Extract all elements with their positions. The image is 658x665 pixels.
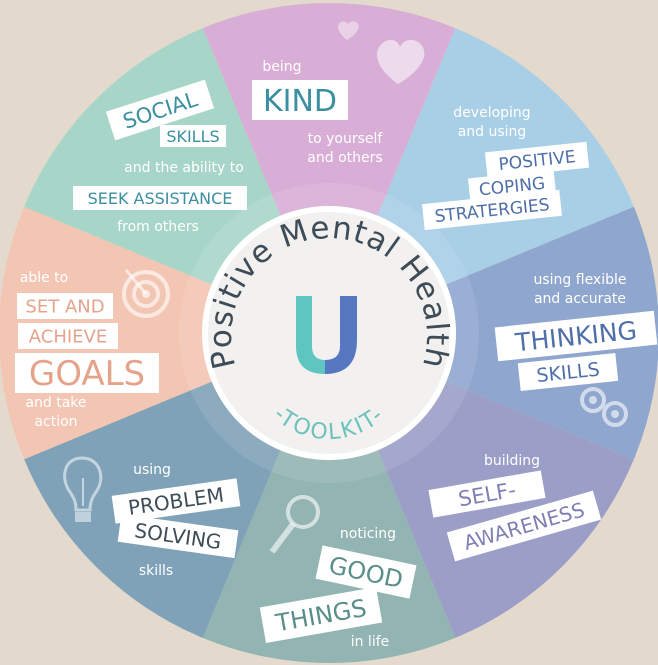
goals-small-1: able to: [20, 270, 68, 286]
self-card-1-card: [428, 470, 546, 518]
social-card-3-text: SEEK ASSISTANCE: [88, 189, 233, 208]
problem-card-1-card: [111, 478, 241, 524]
target-icon: [122, 269, 170, 318]
social-card-2-text: SKILLS: [166, 127, 219, 146]
magnifier-icon: [269, 495, 320, 554]
goals-small-3: action: [34, 414, 77, 430]
problem-small-1: using: [133, 462, 171, 478]
social-small-1: and the ability to: [124, 160, 244, 176]
coping-card-1-card: [484, 141, 590, 179]
coping-small-1: developing: [453, 105, 530, 121]
center-disc: [202, 206, 456, 460]
goals-card-3-card: [15, 353, 159, 393]
segment-thinking: [329, 206, 658, 460]
problem-card-2-card: [117, 513, 239, 559]
goals-card-3-text: GOALS: [29, 354, 145, 394]
goals-small-2: and take: [25, 395, 86, 411]
kind-small-3: and others: [307, 150, 382, 166]
lightbulb-icon: [63, 456, 103, 522]
kind-small-1: being: [262, 59, 301, 75]
coping-card-3-card: [422, 189, 562, 231]
goals-card-3: GOALS: [15, 353, 159, 394]
coping-card-1: POSITIVE: [484, 141, 590, 179]
kind-big: KIND: [252, 80, 348, 120]
thinking-card-2: SKILLS: [517, 352, 619, 392]
social-card-3-card: [73, 186, 247, 210]
thinking-card-2-card: [517, 352, 619, 392]
self-small-1: building: [484, 453, 540, 469]
thinking-small-2: and accurate: [534, 291, 626, 307]
social-card-2: SKILLS: [160, 125, 226, 147]
goals-card-2-card: [18, 323, 118, 349]
problem-small-2: skills: [139, 563, 173, 579]
goals-card-2-text: ACHIEVE: [29, 326, 107, 347]
goals-card-1-text: SET AND: [25, 296, 104, 317]
coping-small-2: and using: [458, 124, 527, 140]
social-card-1-card: [105, 79, 215, 141]
social-small-2: from others: [117, 219, 199, 235]
good-small-2: in life: [351, 634, 390, 650]
gears-icon: [580, 387, 628, 427]
heart-icon: [338, 21, 425, 84]
self-card-2-card: [446, 490, 602, 562]
toolkit-logo: [296, 296, 357, 374]
good-small-1: noticing: [340, 526, 396, 542]
social-card-3: SEEK ASSISTANCE: [73, 186, 247, 210]
good-card-2-card: [259, 587, 383, 643]
kind-small-2: to yourself: [308, 131, 384, 147]
thinking-card-1-card: [494, 310, 658, 362]
good-card-1-card: [315, 545, 417, 599]
goals-card-2: ACHIEVE: [18, 323, 118, 349]
segment-goals: [0, 206, 329, 460]
kind-big-card: [252, 80, 348, 120]
kind-big-text: KIND: [263, 84, 337, 119]
social-card-2-card: [160, 125, 226, 147]
goals-card-1: SET AND: [17, 293, 113, 319]
thinking-small-1: using flexible: [533, 272, 626, 288]
goals-card-1-card: [17, 293, 113, 319]
